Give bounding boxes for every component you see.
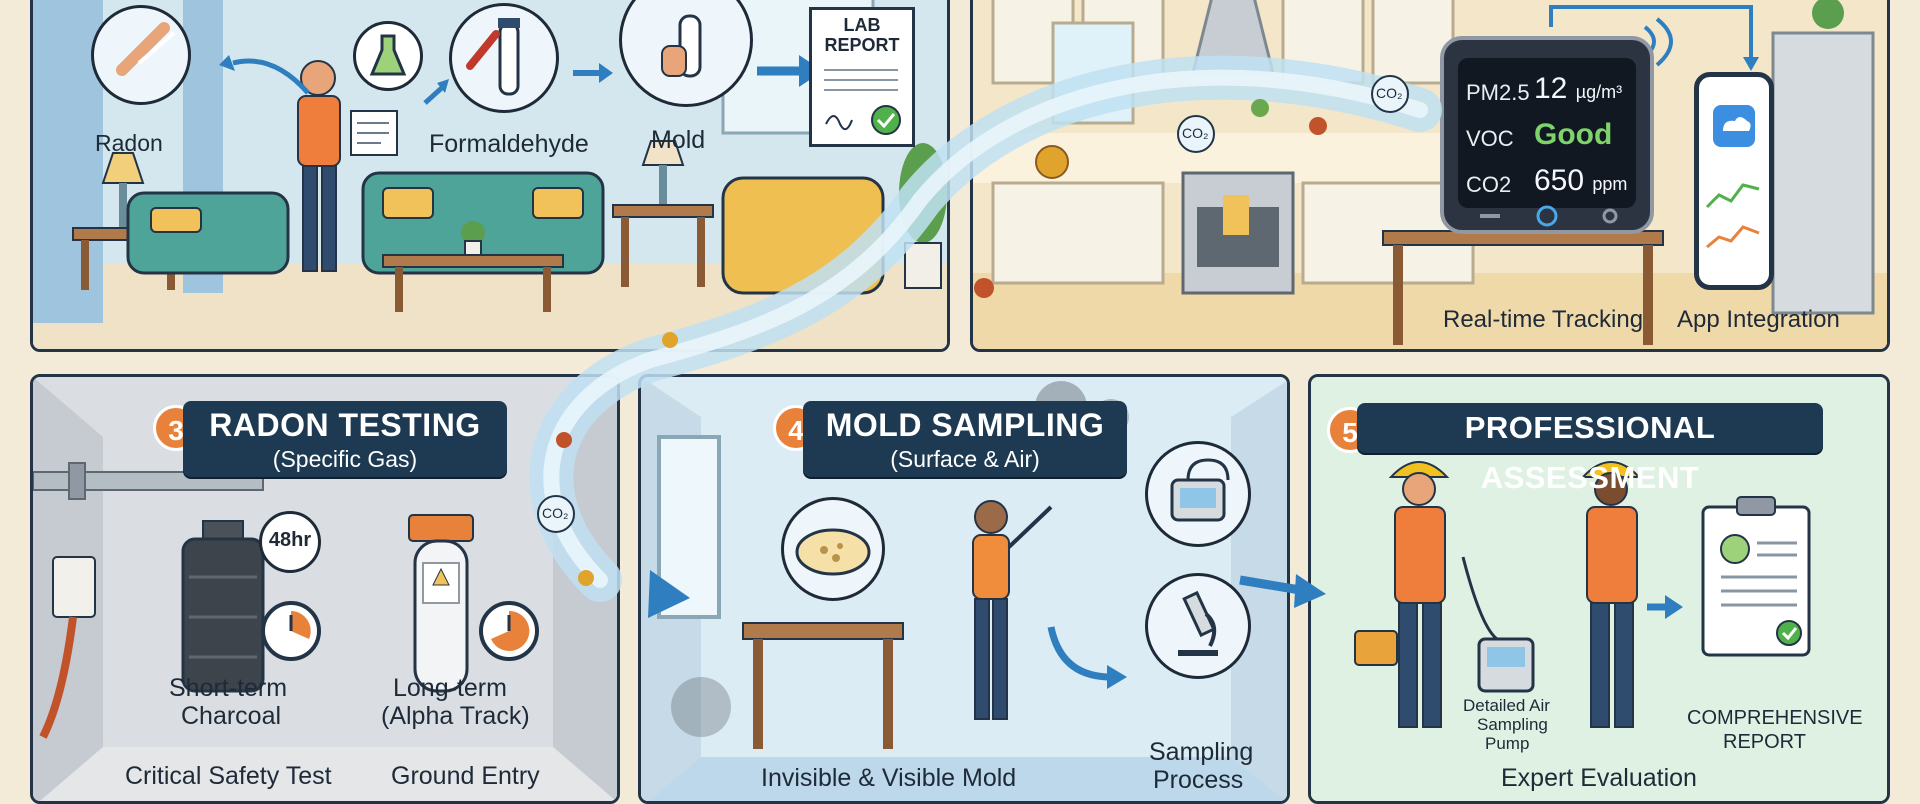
lab-report-line1: LAB (843, 15, 881, 35)
radon-title-badge: RADON TESTING (Specific Gas) (183, 401, 507, 477)
monitor-screen: PM2.5 12 µg/m³ VOC Good CO2 650 ppm (1458, 58, 1636, 208)
lab-report-line2: REPORT (824, 34, 900, 55)
monitor-voc-label: VOC (1466, 126, 1514, 151)
mold-visible-label: Invisible & Visible Mold (761, 764, 1017, 792)
lab-report-document: LAB REPORT (809, 7, 915, 147)
timer-label: 48hr (268, 529, 312, 551)
pump-line3: Pump (1485, 734, 1530, 753)
petri-dish-icon (795, 528, 871, 576)
test-tube-icon (466, 18, 520, 96)
alpha-track-vial-icon (408, 514, 474, 693)
air-quality-monitor: PM2.5 12 µg/m³ VOC Good CO2 650 ppm (1440, 36, 1654, 234)
stopwatch-long-icon (479, 601, 539, 661)
living-room-panel: Radon Formaldehyde Mold (30, 0, 950, 352)
flask-icon (369, 34, 407, 76)
evaluation-label: Expert Evaluation (1501, 764, 1697, 792)
toolbox-icon (1354, 630, 1398, 666)
mold-window (657, 435, 721, 619)
microscope-circle (1145, 573, 1251, 679)
app-label: App Integration (1677, 306, 1840, 333)
smartphone (1694, 72, 1774, 290)
radon-testing-panel: 3 RADON TESTING (Specific Gas) 48hr (30, 374, 620, 804)
monitor-buttons (1480, 205, 1618, 227)
fridge (1771, 31, 1875, 315)
menu-icon (1480, 214, 1500, 218)
arrow-to-process (1047, 626, 1112, 681)
air-pump-circle (1145, 441, 1251, 547)
radon-title: RADON TESTING (209, 407, 481, 443)
tracking-label: Real-time Tracking (1443, 306, 1644, 333)
petri-dish-circle (781, 497, 885, 601)
mold-title: MOLD SAMPLING (825, 407, 1105, 443)
monitor-pm-label: PM2.5 (1466, 80, 1530, 105)
long-term-line1: Long-term (393, 674, 507, 702)
process-line2: Process (1153, 766, 1244, 794)
outlet-icon (52, 556, 96, 618)
arrow-to-radon (232, 58, 310, 95)
critical-label: Critical Safety Test (125, 762, 332, 790)
person-shirt (297, 95, 341, 167)
chart-line-icon (1706, 225, 1760, 249)
monitor-voc-value: Good (1534, 118, 1613, 151)
mold-title-badge: MOLD SAMPLING (Surface & Air) (803, 401, 1127, 477)
radon-swab-circle (91, 5, 191, 105)
report-line2: REPORT (1723, 731, 1806, 753)
short-term-line1: Short-term (169, 674, 288, 702)
phone-app-screen (1705, 105, 1760, 249)
long-term-line2: (Alpha Track) (381, 702, 530, 730)
report-lines-icon (824, 69, 901, 135)
professional-assessment-panel: 5 PROFESSIONAL ASSESSMENT Detailed Air S… (1308, 374, 1890, 804)
chart-up-icon (1705, 183, 1760, 209)
report-line1: COMPREHENSIVE (1687, 707, 1863, 729)
lamp (101, 152, 145, 184)
mold-sampling-panel: 4 MOLD SAMPLING (Surface & Air) (638, 374, 1290, 804)
ground-label: Ground Entry (391, 762, 540, 790)
short-term-line2: Charcoal (181, 702, 282, 730)
process-line1: Sampling (1149, 738, 1254, 766)
mold-subtitle: (Surface & Air) (890, 446, 1040, 472)
monitor-pm-value: 12 µg/m³ (1534, 72, 1622, 106)
armchair (126, 191, 290, 275)
co2-tag-1: CO₂ (1182, 125, 1209, 141)
technician-head (974, 500, 1008, 534)
check-icon (871, 105, 901, 135)
settings-icon (1602, 208, 1618, 224)
power-icon (1536, 205, 1558, 227)
pump-line2: Sampling (1477, 715, 1548, 734)
co2-tag-2: CO₂ (1376, 85, 1403, 101)
pro-title-badge: PROFESSIONAL ASSESSMENT (1357, 403, 1823, 495)
flask-bubble (353, 21, 423, 91)
stopwatch-icon (261, 601, 321, 661)
timer-bubble: 48hr (259, 511, 321, 573)
co2-unit: ppm (1592, 174, 1628, 194)
charcoal-canister-icon (181, 520, 265, 693)
swab-icon (116, 22, 176, 76)
co2-value: 650 (1534, 164, 1585, 197)
monitor-co2-value: 650 ppm (1534, 164, 1627, 198)
pm-value: 12 (1534, 72, 1568, 105)
pump-line1: Detailed Air (1463, 696, 1550, 715)
monitor-co2-label: CO2 (1466, 172, 1512, 197)
radon-label: Radon (95, 130, 163, 156)
mold-table (742, 622, 904, 640)
safety-vest (1394, 506, 1446, 604)
radon-subtitle: (Specific Gas) (272, 446, 418, 472)
co2-tag-3: CO₂ (542, 505, 569, 521)
pm-unit: µg/m³ (1575, 82, 1623, 102)
coffee-table (382, 254, 564, 268)
microscope-icon (1178, 590, 1218, 656)
air-pump-icon (1170, 458, 1230, 522)
yellow-armchair (721, 176, 885, 295)
pro-title: PROFESSIONAL ASSESSMENT (1464, 410, 1716, 495)
